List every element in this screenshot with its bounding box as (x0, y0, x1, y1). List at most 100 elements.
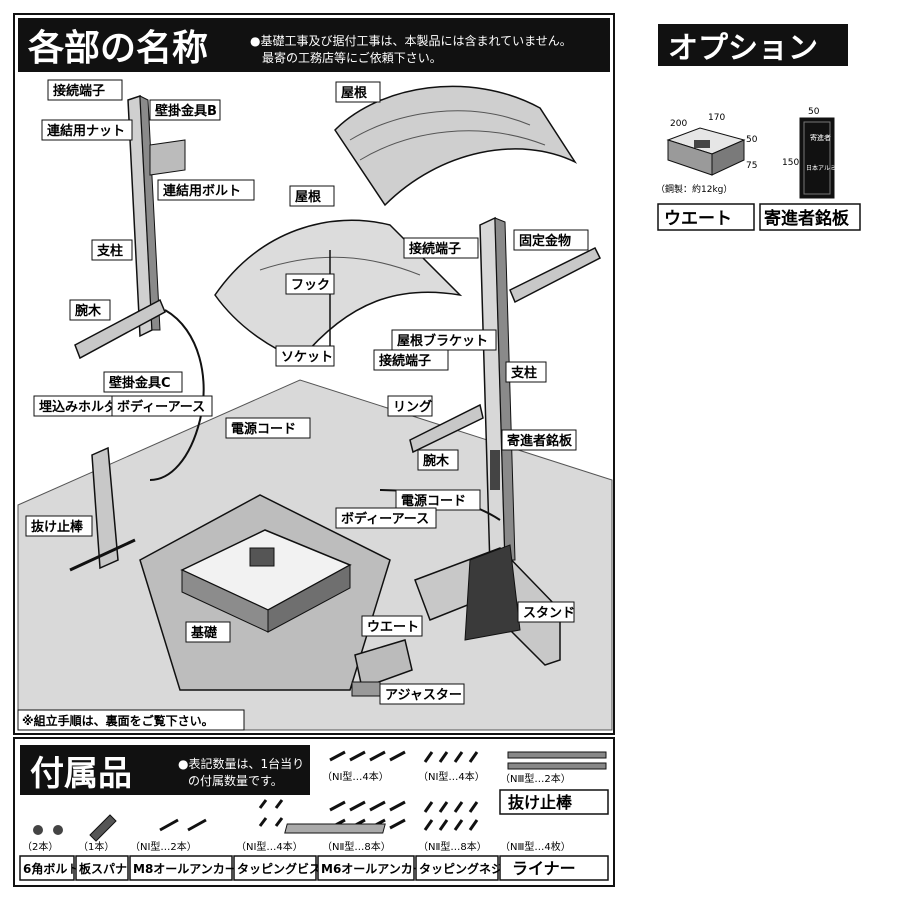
weight-dim-170: 170 (708, 113, 725, 123)
svg-text:壁掛金具B: 壁掛金具B (155, 103, 217, 119)
label-setsuzoku-tanshi-top: 接続端子 (47, 79, 123, 101)
acc-qty-1: （1本） (78, 840, 114, 853)
left-post-side (139, 95, 161, 331)
acc-name-1: 板スパナ (79, 861, 127, 876)
weight-dim-50: 50 (746, 135, 758, 145)
svg-text:電源コード: 電源コード (401, 493, 466, 509)
label-yane-bracket: 屋根ブラケット (391, 329, 497, 351)
svg-text:抜け止棒: 抜け止棒 (31, 519, 84, 535)
acc-qty-4: （NⅠ型…4本） (322, 770, 389, 783)
donor-dim-50: 50 (808, 107, 820, 117)
label-socket: ソケット (275, 345, 335, 367)
weight-dim-75: 75 (746, 161, 757, 171)
svg-text:壁掛金具C: 壁掛金具C (109, 375, 171, 391)
weight-dim-200: 200 (670, 119, 687, 129)
option-weight-box (657, 203, 755, 231)
option-weight-drawing: 200 170 50 75 （鋼製：約12kg） (656, 113, 758, 195)
svg-text:接続端子: 接続端子 (379, 353, 431, 369)
label-dengen-cord-right: 電源コード (395, 489, 481, 511)
right-arm (409, 403, 484, 454)
label-fukku: フック (285, 273, 335, 295)
donor-plate-text-2: 日本アルミ (806, 164, 836, 172)
svg-text:電源コード: 電源コード (231, 421, 296, 437)
donor-plate-on-post (490, 450, 500, 490)
assembly-note-box (17, 709, 245, 731)
foundation-side-b (267, 564, 351, 633)
svg-text:リング: リング (393, 399, 432, 415)
svg-text:埋込みホルダー: 埋込みホルダー (39, 399, 130, 415)
label-renketsu-bolt: 連結用ボルト (157, 179, 255, 201)
label-nukedome-bou: 抜け止棒 (25, 515, 93, 537)
label-kotei-kanamono: 固定金物 (513, 229, 589, 251)
svg-text:ボディーアース: ボディーアース (117, 399, 205, 415)
header-note-1: ●基礎工事及び据付工事は、本製品には含まれていません。 (250, 33, 572, 48)
option-weight-label: ウエート (664, 209, 732, 229)
svg-text:屋根ブラケット: 屋根ブラケット (397, 333, 488, 349)
label-setsuzoku-tanshi-mid: 接続端子 (403, 237, 479, 259)
label-kabekake-c: 壁掛金具C (103, 371, 183, 393)
acc-qty-0: （2本） (22, 840, 58, 853)
acc-qty-6: （NⅡ型…8本） (322, 840, 391, 853)
svg-text:連結用ボルト: 連結用ボルト (163, 183, 241, 199)
svg-text:接続端子: 接続端子 (409, 241, 461, 257)
weight-block (354, 639, 413, 689)
option-title-bar (658, 24, 848, 66)
acc-name-7: タッピングネジ (419, 861, 503, 876)
label-shichu-right: 支柱 (505, 361, 547, 383)
svg-text:屋根: 屋根 (295, 189, 322, 205)
accessories-title-bar (20, 745, 310, 795)
acc-name-9: ライナー (512, 859, 576, 878)
label-stand: スタンド (517, 601, 575, 623)
svg-text:支柱: 支柱 (96, 243, 123, 259)
svg-text:フック: フック (291, 278, 330, 293)
wall-bracket-b (149, 139, 186, 176)
acc-qty-2: （NⅠ型…2本） (130, 840, 197, 853)
label-setsuzoku-tanshi-low: 接続端子 (373, 349, 449, 371)
label-adjuster: アジャスター (379, 683, 465, 705)
svg-text:寄進者銘板: 寄進者銘板 (507, 433, 573, 449)
roof-mid (214, 219, 463, 361)
acc-name-2: M8オールアンカー (133, 862, 237, 876)
accessories-note-1: ●表記数量は、1台当り (178, 756, 304, 771)
acc-qty-7: （NⅡ型…8本） (418, 840, 487, 853)
svg-text:アジャスター: アジャスター (385, 688, 462, 703)
label-udegi-right: 腕木 (417, 449, 459, 471)
roof-top (334, 85, 578, 207)
svg-text:ウエート: ウエート (367, 620, 419, 635)
svg-text:腕木: 腕木 (75, 303, 102, 319)
main-frame (13, 13, 615, 735)
fixing-hardware (509, 246, 602, 304)
label-weight: ウエート (361, 615, 423, 637)
donor-plate-text-1: 寄進者 (810, 133, 831, 142)
label-kabekake-b: 壁掛金具B (149, 99, 221, 121)
left-cord (149, 309, 205, 481)
acc-qty-5: （NⅠ型…4本） (418, 770, 485, 783)
header-note-2: 最寄の工務店等にご依頼下さい。 (262, 50, 442, 65)
acc-name-6: M6オールアンカー (321, 862, 425, 876)
adjuster-foot (351, 681, 381, 697)
label-ring: リング (387, 395, 433, 417)
acc-qty-3: （NⅠ型…4本） (236, 840, 303, 853)
accessory-icons (33, 750, 607, 842)
svg-text:固定金物: 固定金物 (519, 233, 571, 249)
header-bar (18, 18, 610, 72)
foundation-socket (249, 547, 275, 567)
weight-note: （鋼製：約12kg） (656, 183, 732, 195)
acc-name-0: 6角ボルト (23, 861, 79, 876)
label-yane-mid: 屋根 (289, 185, 335, 207)
svg-text:連結用ナット: 連結用ナット (47, 123, 125, 139)
option-donor-box (759, 203, 861, 231)
left-arm-bracket (74, 298, 166, 360)
label-dengen-cord-left: 電源コード (225, 417, 311, 439)
donor-dim-150: 150 (782, 158, 799, 168)
label-udegi-left: 腕木 (69, 299, 111, 321)
assembly-note: ※組立手順は、裏面をご覧下さい。 (22, 713, 214, 728)
svg-text:ボディーアース: ボディーアース (341, 511, 429, 527)
label-yane-top: 屋根 (335, 81, 381, 103)
label-renketsu-nut: 連結用ナット (41, 119, 133, 141)
svg-text:ソケット: ソケット (281, 350, 333, 365)
option-title: オプション (668, 31, 818, 66)
svg-text:腕木: 腕木 (423, 453, 450, 469)
acc-name-8: 抜け止棒 (508, 793, 573, 812)
accessories-note-2: の付属数量です。 (188, 773, 283, 788)
